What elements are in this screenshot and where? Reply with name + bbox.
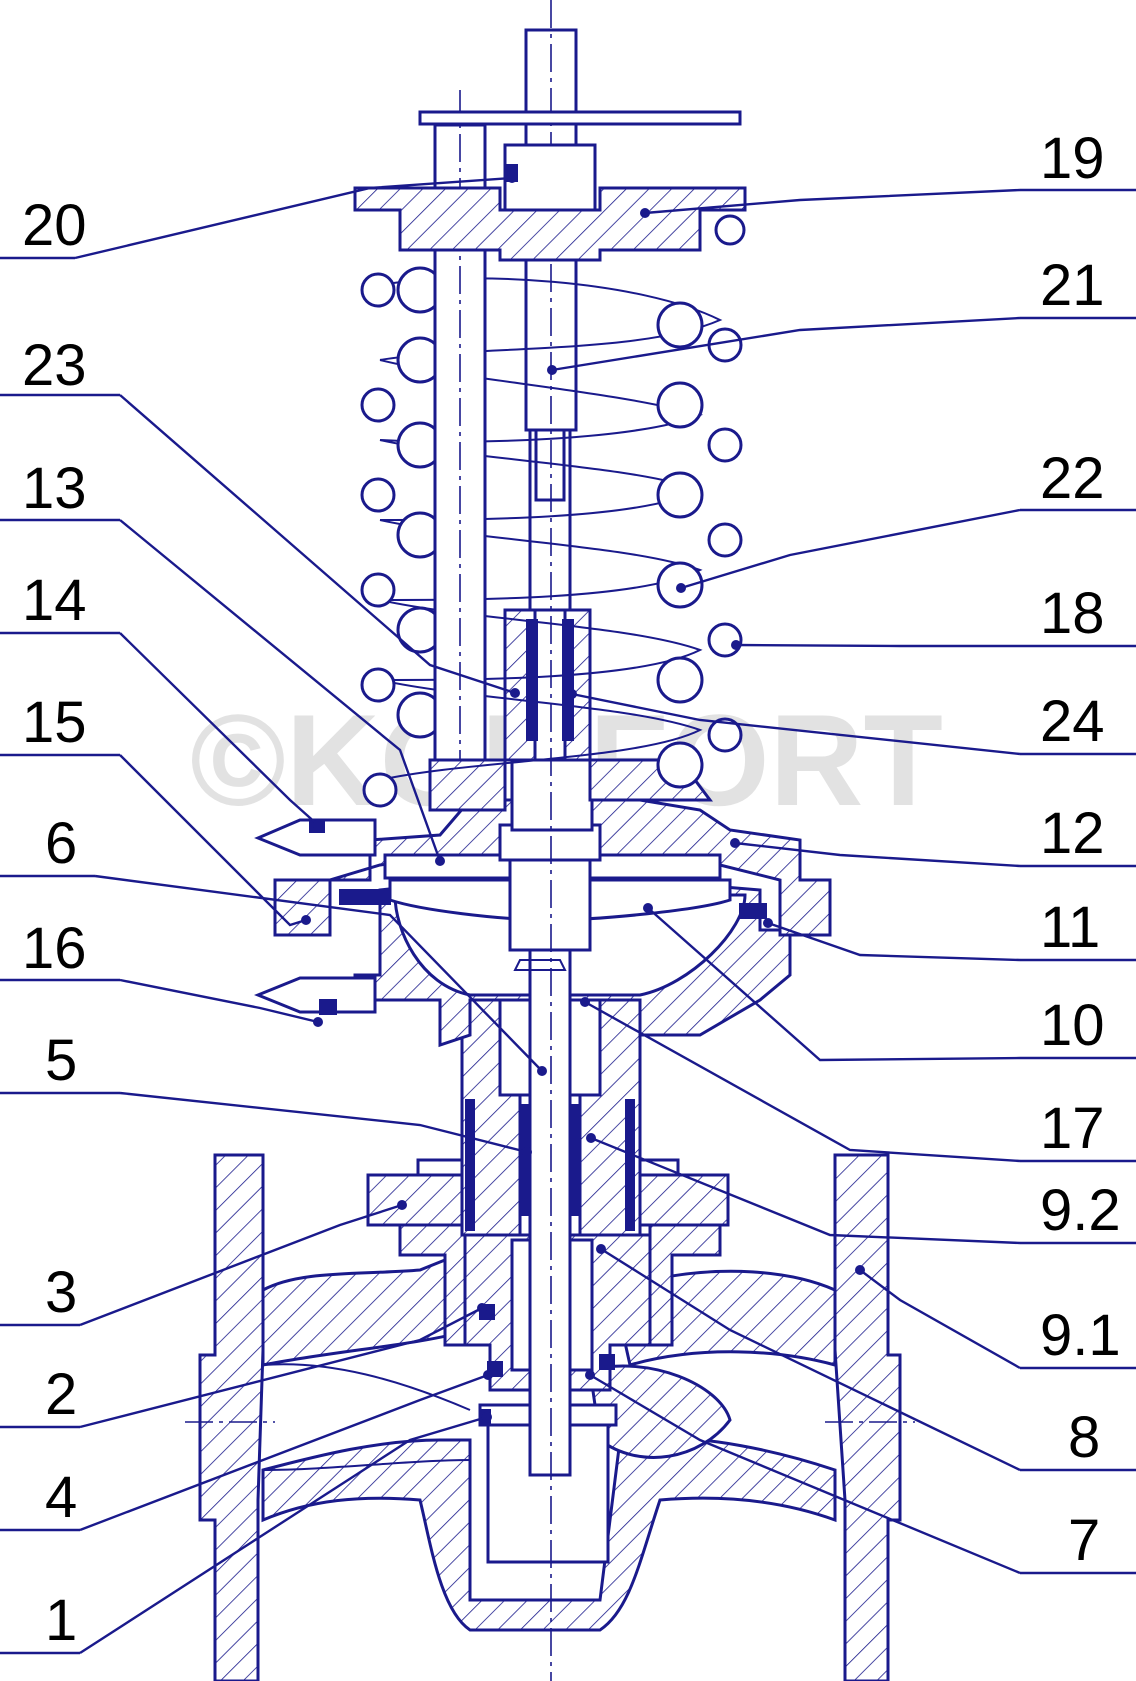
leader-dots [301, 173, 865, 1422]
label-18: 18 [1040, 581, 1105, 646]
label-24: 24 [1040, 689, 1105, 754]
label-2: 2 [45, 1362, 77, 1427]
label-8: 8 [1068, 1405, 1100, 1470]
coupling-nut [366, 1158, 730, 1227]
label-15: 15 [22, 690, 87, 755]
label-7: 7 [1068, 1508, 1100, 1573]
label-22: 22 [1040, 446, 1105, 511]
label-6: 6 [45, 811, 77, 876]
spring-seat-top [353, 110, 747, 262]
label-11: 11 [1040, 895, 1100, 960]
label-3: 3 [45, 1260, 77, 1325]
label-10: 10 [1040, 993, 1105, 1058]
label-4: 4 [45, 1465, 77, 1530]
label-21: 21 [1040, 253, 1105, 318]
label-17: 17 [1040, 1096, 1105, 1161]
label-5: 5 [45, 1028, 77, 1093]
spring [360, 266, 743, 808]
label-13: 13 [22, 456, 87, 521]
spring-rod [503, 0, 594, 1681]
label-16: 16 [22, 916, 87, 981]
spring-seat-lower [428, 758, 713, 812]
label-19: 19 [1040, 126, 1105, 191]
label-14: 14 [22, 568, 87, 633]
label-9-2: 9.2 [1040, 1178, 1121, 1243]
stem [498, 823, 602, 1477]
label-1: 1 [45, 1588, 77, 1653]
label-12: 12 [1040, 801, 1105, 866]
spring-coil-sections [360, 266, 743, 808]
right-part-labels: 19 21 22 18 24 12 11 10 17 9.2 9.1 8 7 [1040, 126, 1121, 1573]
impulse-fittings [254, 818, 377, 1015]
label-9-1: 9.1 [1040, 1303, 1121, 1368]
left-part-labels: 20 23 13 14 15 6 16 5 3 2 4 1 [22, 193, 87, 1653]
leader-lines [0, 176, 1136, 1655]
label-20: 20 [22, 193, 87, 258]
label-23: 23 [22, 333, 87, 398]
